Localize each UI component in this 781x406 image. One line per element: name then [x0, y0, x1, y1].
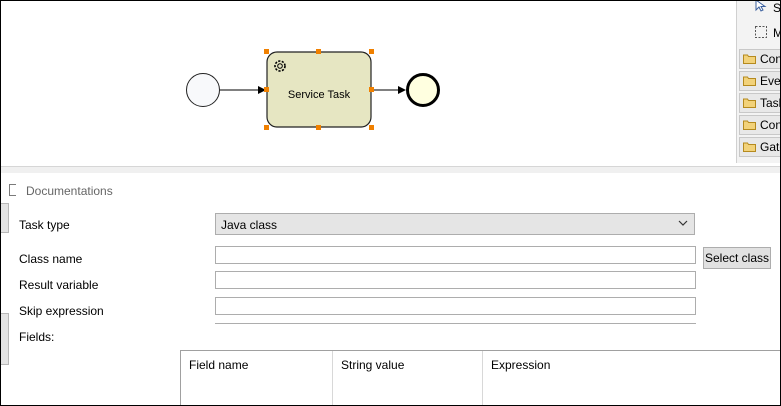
palette-tool-label: M [773, 26, 780, 40]
fields-label: Fields: [19, 330, 55, 344]
result-variable-input[interactable] [215, 271, 696, 289]
handle-w[interactable] [264, 87, 269, 92]
palette-tool-label: Se [773, 1, 781, 15]
class-name-label: Class name [19, 252, 83, 266]
properties-tab-strip [1, 203, 9, 405]
palette-drawer-label: Gate [760, 140, 780, 154]
handle-se[interactable] [369, 125, 374, 130]
column-header-expression[interactable]: Expression [491, 358, 551, 372]
folder-icon [743, 98, 756, 108]
palette-drawer-label: Con [760, 52, 781, 66]
palette-select-tool[interactable]: Se [737, 1, 781, 21]
chevron-down-icon [678, 220, 688, 226]
skip-expression-input[interactable] [215, 297, 696, 315]
hidden-input-edge [215, 323, 696, 326]
diagram-canvas[interactable]: Service Task [1, 1, 736, 166]
folder-icon [743, 76, 756, 86]
palette-drawer-connection[interactable]: Con [739, 49, 781, 69]
pointer-icon [755, 1, 767, 12]
handle-nw[interactable] [264, 49, 269, 54]
palette-drawer-label: Even [760, 74, 781, 88]
section-title: Documentations [26, 184, 113, 198]
palette: Se M Con Even Task Cont Gate [736, 1, 781, 163]
end-event[interactable] [406, 73, 440, 107]
palette-drawer-event[interactable]: Even [739, 71, 781, 91]
column-header-string-value[interactable]: String value [333, 351, 483, 405]
properties-tab[interactable] [1, 203, 9, 233]
handle-e[interactable] [369, 87, 374, 92]
result-variable-label: Result variable [19, 278, 99, 292]
skip-expression-label: Skip expression [19, 304, 104, 318]
palette-drawer-container[interactable]: Cont [739, 115, 780, 135]
section-collapse-toggle[interactable] [9, 184, 16, 196]
task-type-label: Task type [19, 218, 70, 232]
task-type-value: Java class [221, 218, 278, 232]
handle-s[interactable] [316, 125, 321, 130]
service-task-label: Service Task [288, 89, 351, 101]
folder-icon [743, 54, 756, 64]
palette-drawer-gateway[interactable]: Gate [739, 137, 780, 157]
class-name-input[interactable] [215, 246, 696, 264]
handle-ne[interactable] [369, 49, 374, 54]
handle-n[interactable] [316, 49, 321, 54]
column-header-field-name[interactable]: Field name [181, 351, 333, 405]
gear-icon [274, 60, 286, 72]
palette-drawer-label: Task [760, 96, 780, 110]
properties-panel: Documentations Task type Java class Clas… [1, 173, 780, 405]
select-class-button[interactable]: Select class [703, 247, 771, 269]
properties-tab[interactable] [1, 313, 9, 365]
marquee-icon [755, 26, 767, 38]
folder-icon [743, 142, 756, 152]
task-type-select[interactable]: Java class [215, 213, 695, 235]
diagram-svg: Service Task [186, 49, 440, 130]
selection-handles[interactable] [264, 49, 374, 130]
fields-table[interactable]: Field name String value Expression [180, 350, 780, 405]
handle-sw[interactable] [264, 125, 269, 130]
palette-drawer-task[interactable]: Task [739, 93, 780, 113]
folder-icon [743, 120, 756, 130]
palette-drawer-label: Cont [760, 118, 780, 132]
palette-marquee-tool[interactable]: M [737, 23, 780, 43]
start-event[interactable] [186, 73, 220, 107]
